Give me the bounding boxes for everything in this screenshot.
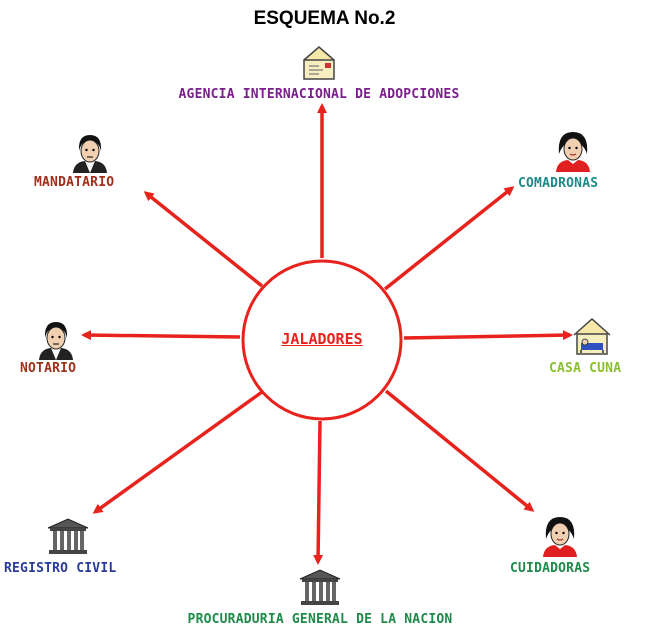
diagram-title: ESQUEMA No.2 — [253, 8, 396, 29]
government-building-icon — [47, 518, 89, 554]
arrow-to-casa-cuna — [403, 330, 573, 341]
arrow-to-mandatario — [143, 191, 264, 288]
center-circle — [241, 259, 403, 421]
arrow-to-cuidadoras — [384, 389, 535, 512]
arrow-to-procuraduria — [313, 420, 324, 565]
government-building-icon — [299, 569, 341, 605]
man-portrait-icon — [39, 322, 73, 360]
arrow-to-comadronas — [383, 186, 515, 291]
node-label-casa-cuna: CASA CUNA — [549, 361, 622, 376]
man-portrait-icon — [73, 135, 107, 173]
arrow-to-notario — [81, 330, 241, 341]
arrow-to-registro — [92, 390, 264, 514]
node-label-notario: NOTARIO — [20, 361, 77, 376]
envelope-icon — [303, 46, 335, 80]
node-label-registro-civil: REGISTRO CIVIL — [4, 561, 117, 576]
center-label: JALADORES — [281, 330, 363, 348]
house-crib-icon — [573, 317, 611, 355]
node-label-agencia: AGENCIA INTERNACIONAL DE ADOPCIONES — [178, 87, 460, 102]
node-label-mandatario: MANDATARIO — [34, 175, 115, 190]
node-label-cuidadoras: CUIDADORAS — [510, 561, 591, 576]
woman-portrait-icon — [543, 517, 577, 557]
node-label-procuraduria: PROCURADURIA GENERAL DE LA NACION — [187, 612, 453, 627]
woman-portrait-icon — [556, 132, 590, 172]
node-label-comadronas: COMADRONAS — [518, 176, 599, 191]
